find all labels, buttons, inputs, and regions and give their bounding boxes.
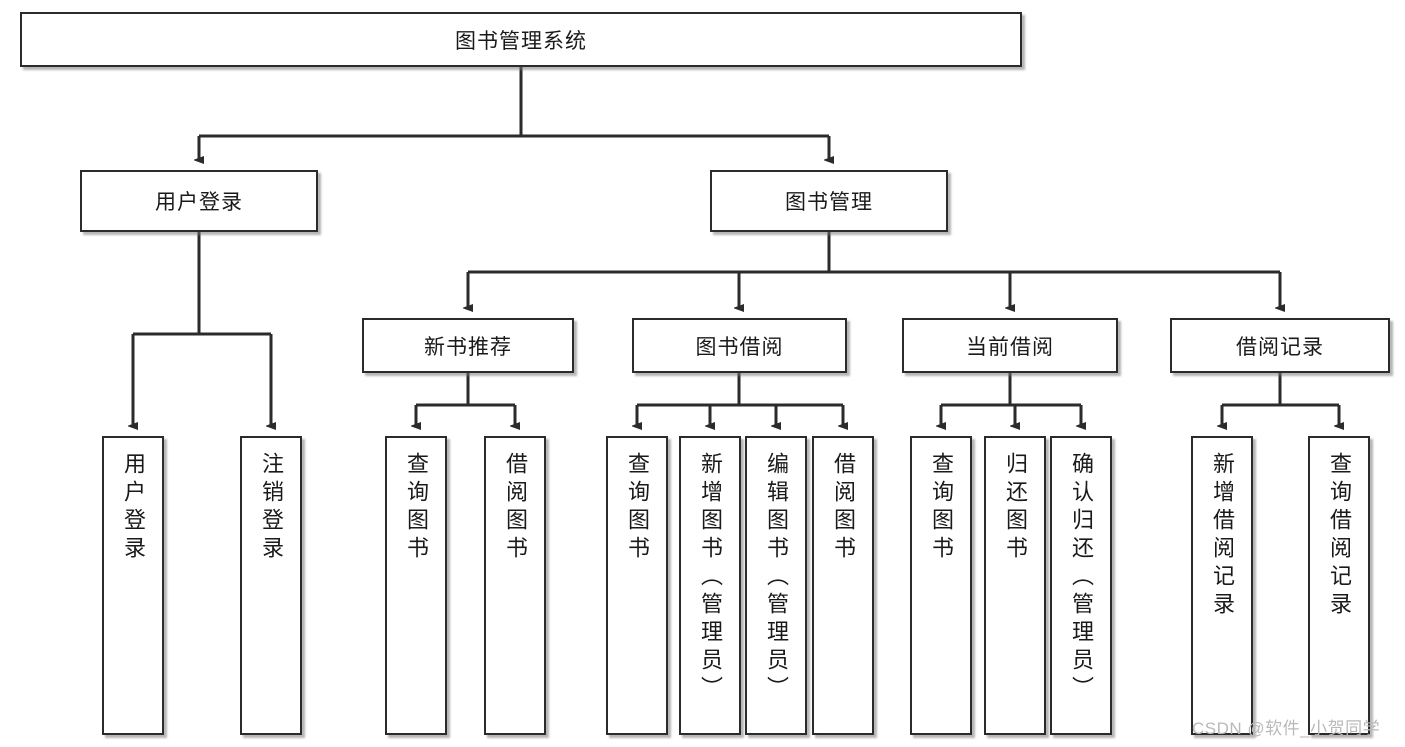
node-new-book-recommend[interactable]: 新书推荐 <box>362 318 574 373</box>
node-label: 确认归还（管理员） <box>1069 452 1094 704</box>
node-label: 借阅图书 <box>503 452 528 564</box>
leaf-node[interactable]: 借阅图书 <box>484 436 546 735</box>
node-label: 当前借阅 <box>966 335 1054 359</box>
node-label: 查询图书 <box>929 452 954 564</box>
node-label: 查询图书 <box>625 452 650 564</box>
node-borrow-record[interactable]: 借阅记录 <box>1170 318 1390 373</box>
edge-group-user-login <box>133 232 271 426</box>
node-label: 查询图书 <box>404 452 429 564</box>
edge-group-borrow <box>637 373 843 426</box>
leaf-node[interactable]: 查询图书 <box>606 436 668 735</box>
node-label: 用户登录 <box>155 191 243 214</box>
csdn-watermark: CSDN @软件_小贺同学 <box>1192 719 1381 738</box>
edge-group-current-borrow <box>941 373 1081 426</box>
node-label: 图书管理 <box>785 191 873 214</box>
edge-group-new-book <box>416 373 515 426</box>
node-label: 用户登录 <box>121 452 146 564</box>
node-label: 图书借阅 <box>695 335 784 359</box>
edge-group-root <box>199 67 829 160</box>
leaf-node[interactable]: 归还图书 <box>984 436 1046 735</box>
edge-group-borrow-record <box>1222 373 1339 426</box>
node-label: 借阅图书 <box>831 452 856 564</box>
leaf-node[interactable]: 查询图书 <box>385 436 447 735</box>
node-label: 新增图书（管理员） <box>698 452 723 704</box>
node-label: 归还图书 <box>1003 452 1028 564</box>
node-label: 图书管理系统 <box>455 29 587 53</box>
node-label: 新书推荐 <box>424 335 512 359</box>
leaf-node[interactable]: 编辑图书（管理员） <box>745 436 807 735</box>
leaf-node[interactable]: 注销登录 <box>240 436 302 735</box>
node-user-login[interactable]: 用户登录 <box>80 170 318 232</box>
leaf-node[interactable]: 确认归还（管理员） <box>1050 436 1112 735</box>
node-label: 编辑图书（管理员） <box>764 452 789 704</box>
node-root-system[interactable]: 图书管理系统 <box>20 12 1022 67</box>
leaf-node[interactable]: 用户登录 <box>102 436 164 735</box>
leaf-node[interactable]: 新增借阅记录 <box>1191 436 1253 735</box>
node-label: 新增借阅记录 <box>1210 452 1235 620</box>
edge-group-book-manage <box>468 232 1280 308</box>
node-label: 借阅记录 <box>1236 335 1324 359</box>
node-book-management[interactable]: 图书管理 <box>710 170 948 232</box>
leaf-node[interactable]: 借阅图书 <box>812 436 874 735</box>
leaf-node[interactable]: 新增图书（管理员） <box>679 436 741 735</box>
node-label: 注销登录 <box>259 452 284 564</box>
node-book-borrow[interactable]: 图书借阅 <box>632 318 847 373</box>
leaf-node[interactable]: 查询图书 <box>910 436 972 735</box>
node-label: 查询借阅记录 <box>1327 452 1352 620</box>
node-current-borrow[interactable]: 当前借阅 <box>902 318 1118 373</box>
leaf-node[interactable]: 查询借阅记录 <box>1308 436 1370 735</box>
